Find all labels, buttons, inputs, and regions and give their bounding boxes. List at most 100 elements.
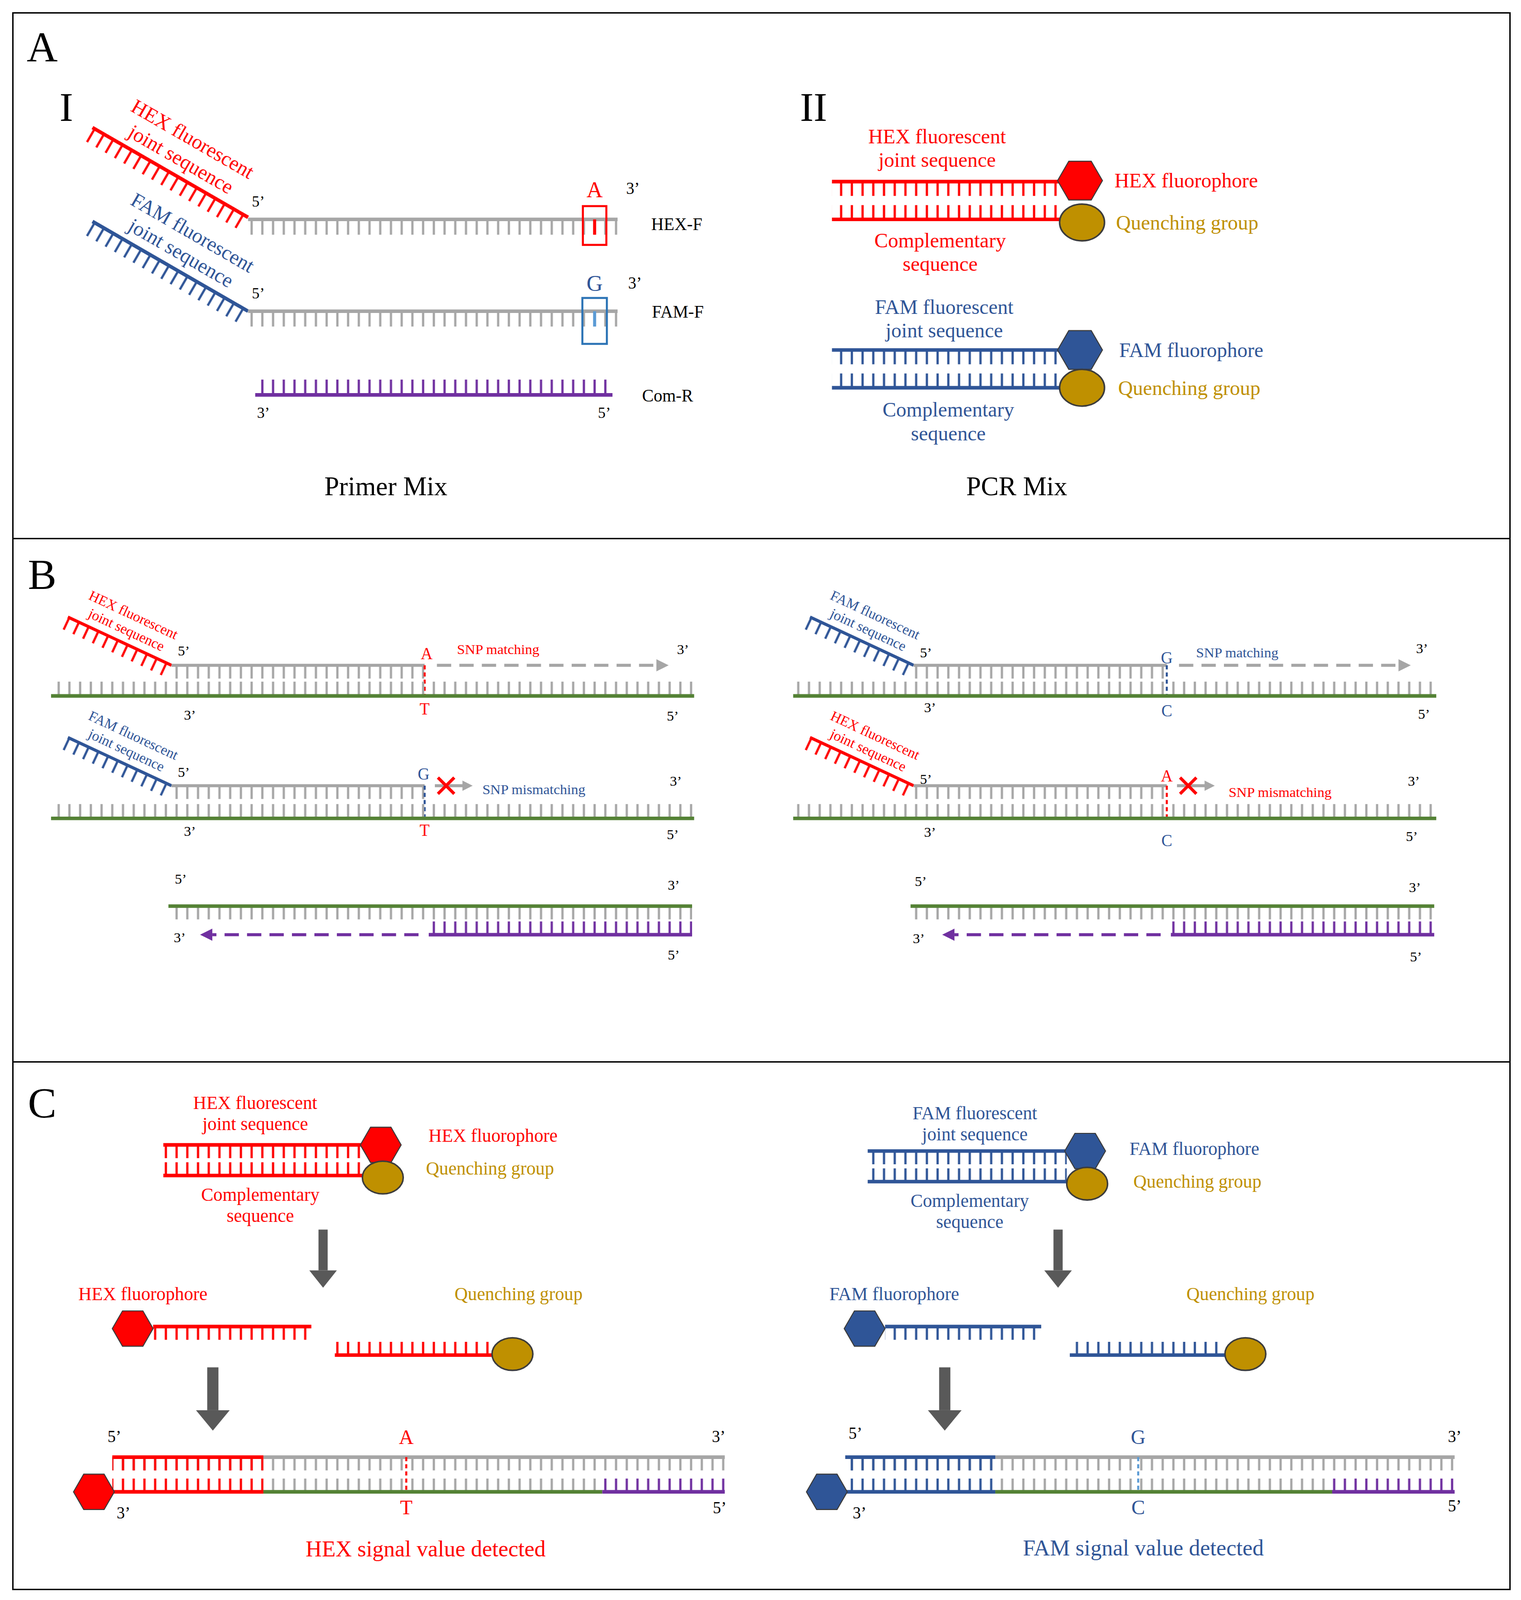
drawing-part xyxy=(1137,1457,1140,1492)
drawing-part xyxy=(793,804,1437,819)
annotation-label: SNP matching xyxy=(456,641,540,659)
annotation-label: Quenching group xyxy=(454,1283,583,1305)
drawing-part xyxy=(212,933,419,937)
drawing-part xyxy=(492,1337,533,1371)
annotation-label: Com-R xyxy=(641,386,694,407)
drawing-part xyxy=(153,1326,312,1340)
drawing-part xyxy=(200,928,213,941)
drawing-part xyxy=(112,1457,725,1471)
annotation-label: I xyxy=(59,83,74,131)
drawing-part xyxy=(954,933,1161,937)
annotation-label: Quenching group xyxy=(1118,376,1261,400)
drawing-part xyxy=(831,348,1062,352)
drawing-part xyxy=(51,694,694,699)
annotation-label: 3’ xyxy=(1416,641,1428,658)
annotation-label: A xyxy=(1160,767,1173,786)
annotation-label: Primer Mix xyxy=(324,471,448,502)
drawing-part xyxy=(910,904,1435,909)
drawing-part xyxy=(913,784,1167,788)
annotation-label: 3’ xyxy=(924,700,936,717)
drawing-part xyxy=(1332,1490,1455,1494)
annotation-label: 3’ xyxy=(184,823,196,840)
drawing-part xyxy=(247,217,618,222)
drawing-part xyxy=(51,681,694,696)
annotation-label: 5’ xyxy=(177,764,190,781)
drawing-part xyxy=(582,206,607,246)
annotation-label: HEX fluorophore xyxy=(1114,168,1258,193)
drawing-part xyxy=(168,904,693,909)
annotation-label: 3’ xyxy=(628,274,642,293)
drawing-part xyxy=(831,350,1062,365)
pcr-mix-drawing xyxy=(831,161,1105,407)
annotation-label: Quenching group xyxy=(1116,210,1259,235)
panel-letter: B xyxy=(28,553,57,597)
annotation-label: 3’ xyxy=(677,641,689,659)
drawing-part xyxy=(593,311,597,327)
annotation-label: G xyxy=(417,765,430,784)
drawing-part xyxy=(1059,369,1105,406)
hex-signal-drawing xyxy=(73,1127,725,1510)
annotation-label: 3’ xyxy=(116,1504,131,1523)
drawing-part xyxy=(438,777,455,795)
drawing-part xyxy=(195,1410,230,1432)
annotation-label: 3’ xyxy=(184,707,196,724)
drawing-part xyxy=(995,1455,1455,1460)
annotation-label: 3’ xyxy=(912,930,925,947)
drawing-part xyxy=(845,1490,996,1494)
drawing-part xyxy=(913,785,1167,799)
drawing-part xyxy=(1179,777,1197,795)
annotation-label: 5’ xyxy=(666,826,679,843)
annotation-label: 5’ xyxy=(1409,948,1422,966)
drawing-part xyxy=(867,1149,1067,1154)
annotation-label: 5’ xyxy=(848,1424,863,1444)
drawing-part xyxy=(845,1457,996,1471)
drawing-part xyxy=(806,1474,848,1510)
annotation-label: Quenching group xyxy=(1186,1283,1315,1305)
annotation-label: FAM fluorophore xyxy=(1118,338,1264,362)
drawing-part xyxy=(995,1478,1333,1492)
annotation-label: 3’ xyxy=(711,1427,726,1447)
drawing-part xyxy=(793,681,1437,696)
drawing-part xyxy=(335,1342,493,1356)
drawing-part xyxy=(438,777,455,795)
drawing-part xyxy=(73,1474,115,1510)
annotation-label: 5’ xyxy=(177,642,190,660)
drawing-part xyxy=(405,1457,408,1492)
annotation-label: HEX-F xyxy=(651,214,703,235)
panel-letter: A xyxy=(26,25,58,69)
drawing-part xyxy=(942,928,955,941)
drawing-part xyxy=(831,373,1062,388)
annotation-label: 5’ xyxy=(1447,1497,1462,1516)
drawing-part xyxy=(428,932,693,937)
annotation-label: Complementary sequence xyxy=(197,1184,323,1227)
annotation-label: 3’ xyxy=(1447,1427,1462,1447)
drawing-part xyxy=(1170,921,1435,935)
drawing-part xyxy=(844,1311,886,1347)
drawing-part xyxy=(163,1162,363,1176)
drawing-part xyxy=(885,1326,1042,1340)
drawing-part xyxy=(831,217,1062,222)
drawing-part xyxy=(255,379,613,396)
drawing-part xyxy=(436,663,657,668)
annotation-label: 5’ xyxy=(1417,706,1430,723)
panel-box: C xyxy=(12,1061,1511,1591)
annotation-label: C xyxy=(1161,701,1172,721)
drawing-part xyxy=(582,298,607,344)
drawing-part xyxy=(793,816,1437,821)
annotation-label: 3’ xyxy=(626,179,640,199)
annotation-label: HEX fluorescent joint sequence xyxy=(188,1092,321,1135)
annotation-label: A xyxy=(398,1424,414,1449)
drawing-part xyxy=(793,694,1437,699)
annotation-label: Complementary sequence xyxy=(879,397,1018,445)
annotation-label: 5’ xyxy=(107,1427,121,1447)
annotation-label: 5’ xyxy=(919,644,932,662)
drawing-part xyxy=(927,1410,962,1432)
annotation-label: SNP matching xyxy=(1195,644,1279,662)
drawing-part xyxy=(995,1490,1333,1494)
drawing-part xyxy=(1044,1270,1073,1289)
annotation-label: FAM-F xyxy=(651,302,704,323)
annotation-label: Quenching group xyxy=(1133,1171,1262,1193)
drawing-part xyxy=(1057,330,1103,370)
annotation-label: HEX fluorophore xyxy=(428,1125,558,1147)
drawing-part xyxy=(171,665,425,679)
